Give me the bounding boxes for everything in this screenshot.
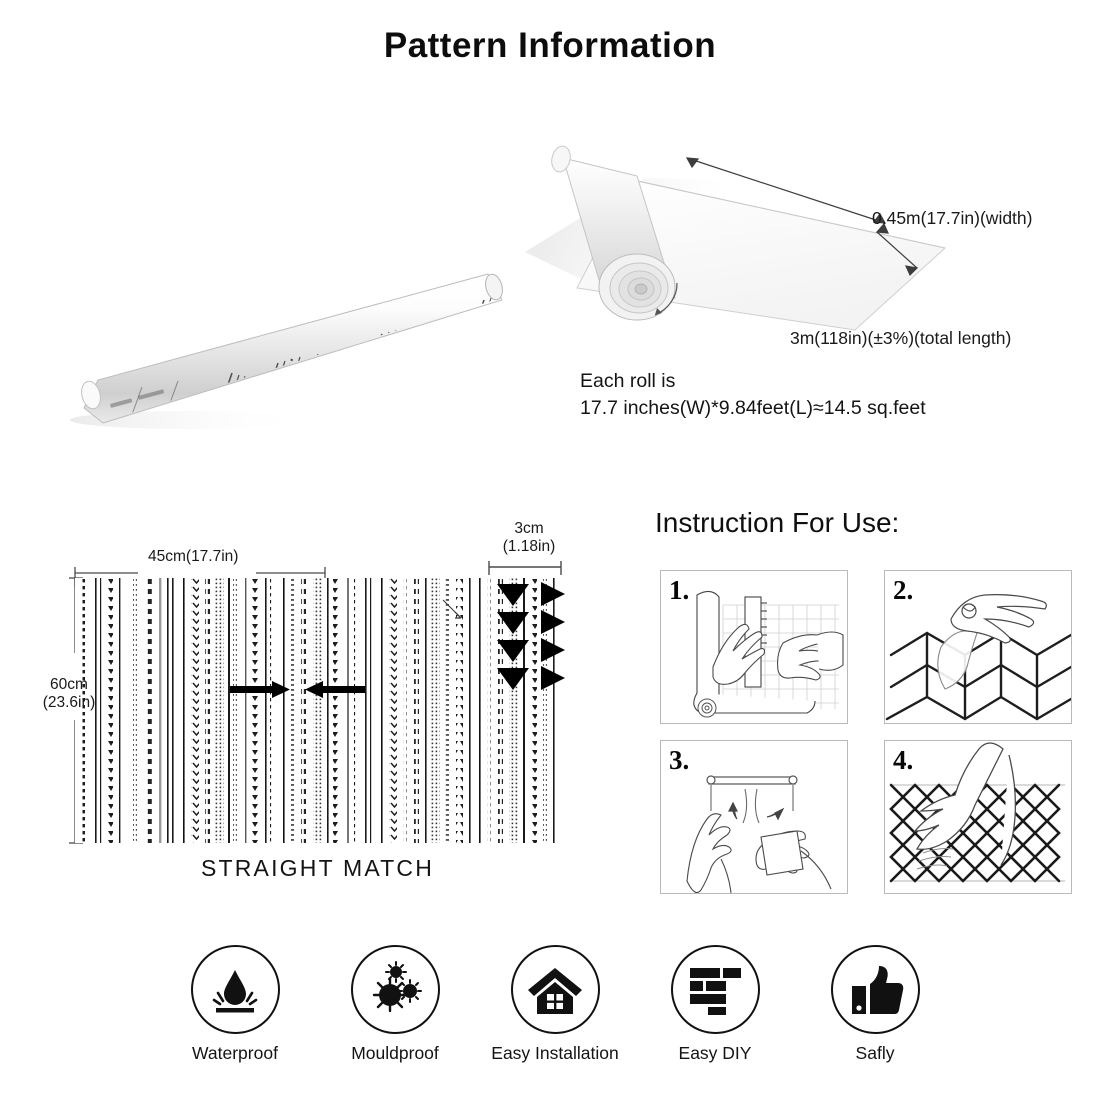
step-3-illustration <box>686 775 832 893</box>
match-type-caption: STRAIGHT MATCH <box>200 855 435 881</box>
feature-label: Easy Installation <box>491 1043 619 1063</box>
instruction-step-2: 2. <box>884 570 1072 724</box>
roll-summary-text: Each roll is 17.7 inches(W)*9.84feet(L)≈… <box>580 368 926 422</box>
mouldproof-badge <box>350 945 440 1034</box>
instruction-step-3: 3. <box>660 740 848 894</box>
pattern-swatch <box>75 578 560 843</box>
pattern-repeat-label-cm: 3cm <box>514 520 544 537</box>
easy-installation-badge <box>510 945 600 1034</box>
pattern-repeat-label-in: (1.18in) <box>502 538 556 555</box>
pattern-repeat-markers <box>495 580 575 690</box>
instruction-heading: Instruction For Use: <box>655 507 900 538</box>
feature-safly: Safly <box>800 945 950 1064</box>
easy-diy-badge <box>670 945 760 1034</box>
pattern-width-label: 45cm(17.7in) <box>148 548 239 565</box>
roll-summary-line-2: 17.7 inches(W)*9.84feet(L)≈14.5 sq.feet <box>580 397 926 419</box>
step-4-illustration <box>889 742 1065 883</box>
page-title: Pattern Information <box>383 26 717 65</box>
feature-label: Waterproof <box>192 1043 278 1063</box>
thumbs-up-icon <box>852 965 904 1014</box>
house-icon <box>528 967 582 1014</box>
feature-waterproof: Waterproof <box>160 945 310 1064</box>
pattern-repeat-label: 3cm (1.18in) <box>489 520 569 556</box>
instruction-step-1: 1. <box>660 570 848 724</box>
step-2-illustration <box>885 594 1071 721</box>
step-1-number: 1. <box>669 575 690 605</box>
step-2-number: 2. <box>893 575 914 605</box>
feature-easy-diy: Easy DIY <box>640 945 790 1064</box>
step-3-number: 3. <box>669 745 690 775</box>
feature-mouldproof: Mouldproof <box>320 945 470 1064</box>
safly-badge <box>830 945 920 1034</box>
instruction-step-4: 4. <box>884 740 1072 894</box>
pattern-height-label-in: (23.6in) <box>42 694 96 711</box>
feature-label: Mouldproof <box>351 1043 439 1063</box>
feature-easy-installation: Easy Installation <box>480 945 630 1064</box>
step-1-illustration <box>693 590 844 718</box>
brick-wall-icon <box>690 967 741 1015</box>
feature-label: Safly <box>855 1043 895 1063</box>
feature-badges: Waterproof <box>160 945 950 1070</box>
waterproof-badge <box>190 945 280 1034</box>
pattern-height-label: 60cm (23.6in) <box>33 676 105 712</box>
feature-label: Easy DIY <box>678 1043 752 1063</box>
mould-spores-icon <box>372 960 422 1012</box>
pattern-height-label-cm: 60cm <box>50 676 88 693</box>
roll-summary-line-1: Each roll is <box>580 370 676 392</box>
step-4-number: 4. <box>893 745 914 775</box>
roll-length-label: 3m(118in)(±3%)(total length) <box>790 328 1012 348</box>
roll-dimension-diagram <box>525 140 995 355</box>
water-droplet-icon <box>212 969 258 1012</box>
product-photo-wallpaper-roll <box>70 262 510 432</box>
roll-width-label: 0.45m(17.7in)(width) <box>872 208 1033 228</box>
